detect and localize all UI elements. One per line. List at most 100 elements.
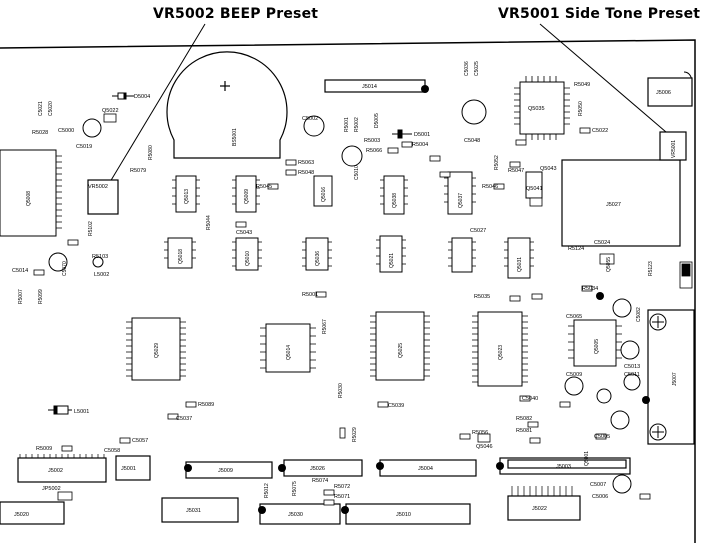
label-c5065: C5065 — [566, 314, 582, 320]
transistor — [529, 197, 543, 207]
capacitor-c5009 — [564, 376, 584, 396]
resistor — [61, 445, 73, 452]
label-r5067: R5067 — [322, 319, 328, 334]
connector-j5007 — [647, 309, 695, 445]
resistor — [595, 433, 607, 440]
label-c5043: C5043 — [236, 230, 252, 236]
label-r5123: R5123 — [648, 261, 654, 276]
ic-q5037 — [447, 171, 473, 215]
pin-row — [511, 486, 573, 496]
label-r5047: R5047 — [508, 168, 524, 174]
label-r5052: R5052 — [494, 155, 500, 170]
resistor — [529, 437, 541, 444]
switch-knob — [681, 263, 691, 277]
transistor — [103, 113, 117, 123]
ic-q5029 — [131, 317, 181, 381]
capacitor-c5070 — [48, 252, 68, 272]
label-q5009: Q5009 — [244, 189, 250, 204]
label-r5034: R5034 — [582, 286, 598, 292]
label-q5043: Q5043 — [540, 166, 557, 172]
label-c5022: C5022 — [592, 128, 608, 134]
capacitor-c5005 — [610, 410, 630, 430]
resistor — [377, 401, 389, 408]
callout-side-tone-preset: VR5001 Side Tone Preset — [498, 6, 701, 22]
ic-leads — [56, 76, 622, 383]
label-r5103: R5103 — [92, 254, 108, 260]
label-j5007: J5007 — [672, 372, 678, 386]
label-r5079: R5079 — [130, 168, 146, 174]
resistor — [185, 401, 197, 408]
label-q5031: Q5031 — [517, 257, 523, 272]
label-c5005: C5005 — [594, 434, 610, 440]
label-j5014: J5014 — [362, 84, 377, 90]
resistor — [639, 493, 651, 500]
label-r5007: R5007 — [18, 289, 24, 304]
resistor — [67, 239, 79, 246]
label-c5011: C5011 — [624, 372, 640, 378]
label-c5009: C5009 — [566, 372, 582, 378]
resistor — [387, 147, 399, 154]
resistor — [509, 295, 521, 302]
label-j5010: J5010 — [396, 512, 411, 518]
resistor — [581, 285, 593, 292]
label-r5048: R5048 — [298, 170, 314, 176]
resistor — [559, 401, 571, 408]
label-c5006: C5006 — [592, 494, 608, 500]
board-outline — [0, 39, 696, 543]
label-c5082: C5082 — [636, 307, 642, 322]
pin-row — [19, 454, 105, 458]
label-r5030: R5030 — [338, 383, 344, 398]
label-q5008: Q5008 — [26, 191, 32, 206]
label-r5082: R5082 — [516, 416, 532, 422]
resistor — [439, 171, 451, 178]
label-c5027: C5027 — [470, 228, 486, 234]
connector-j5001 — [115, 455, 151, 481]
label-j5001: J5001 — [121, 466, 136, 472]
label-r5009: R5009 — [36, 446, 52, 452]
diode-body — [397, 129, 403, 139]
callout-beep-preset: VR5002 BEEP Preset — [153, 6, 319, 22]
label-q5036: Q5036 — [315, 251, 321, 266]
label-r5124: R5124 — [568, 246, 584, 252]
label-j5027: J5027 — [606, 202, 621, 208]
label-q5046: Q5046 — [476, 444, 493, 450]
resistor — [315, 291, 327, 298]
capacitor-c5019 — [82, 118, 102, 138]
label-q5010: Q5010 — [245, 251, 251, 266]
label-r5099: R5099 — [38, 289, 44, 304]
label-q5029: Q5029 — [154, 343, 160, 358]
inductor-band — [53, 405, 58, 415]
ic-q5023 — [477, 311, 523, 387]
capacitor-c5082 — [612, 298, 632, 318]
jumper-jp5002 — [57, 491, 73, 501]
capacitor-c5022 — [461, 99, 487, 125]
ic-q5038 — [383, 175, 405, 215]
connector-j5010 — [345, 503, 471, 525]
label-r5066: R5066 — [366, 148, 382, 154]
resistor — [285, 169, 297, 176]
label-r5102: R5102 — [88, 221, 94, 236]
label-r5004: R5004 — [412, 142, 428, 148]
label-c5024: C5024 — [594, 240, 610, 246]
connector-j5027 — [561, 159, 681, 247]
label-d5004: D5004 — [134, 94, 150, 100]
ic-q5016 — [313, 175, 333, 207]
label-r5072: R5072 — [334, 484, 350, 490]
label-q5022: Q5022 — [102, 108, 119, 114]
label-q5025: Q5025 — [398, 343, 404, 358]
pin1-dot — [421, 85, 429, 93]
label-q5055: Q5055 — [606, 257, 612, 272]
capacitor-c5012 — [596, 388, 612, 404]
label-r5049: R5049 — [574, 82, 590, 88]
inductor-l5002 — [92, 256, 104, 268]
label-q5005: Q5005 — [594, 339, 600, 354]
resistor — [527, 421, 539, 428]
label-r5001: R5001 — [344, 117, 350, 132]
resistor — [579, 127, 591, 134]
ic-q5036 — [305, 237, 329, 271]
capacitor-c5011 — [623, 373, 641, 391]
label-c5070: C5070 — [62, 261, 68, 276]
label-l5001: L5001 — [74, 409, 89, 415]
label-r5080: R5080 — [148, 145, 154, 160]
label-q5018: Q5018 — [178, 249, 184, 264]
